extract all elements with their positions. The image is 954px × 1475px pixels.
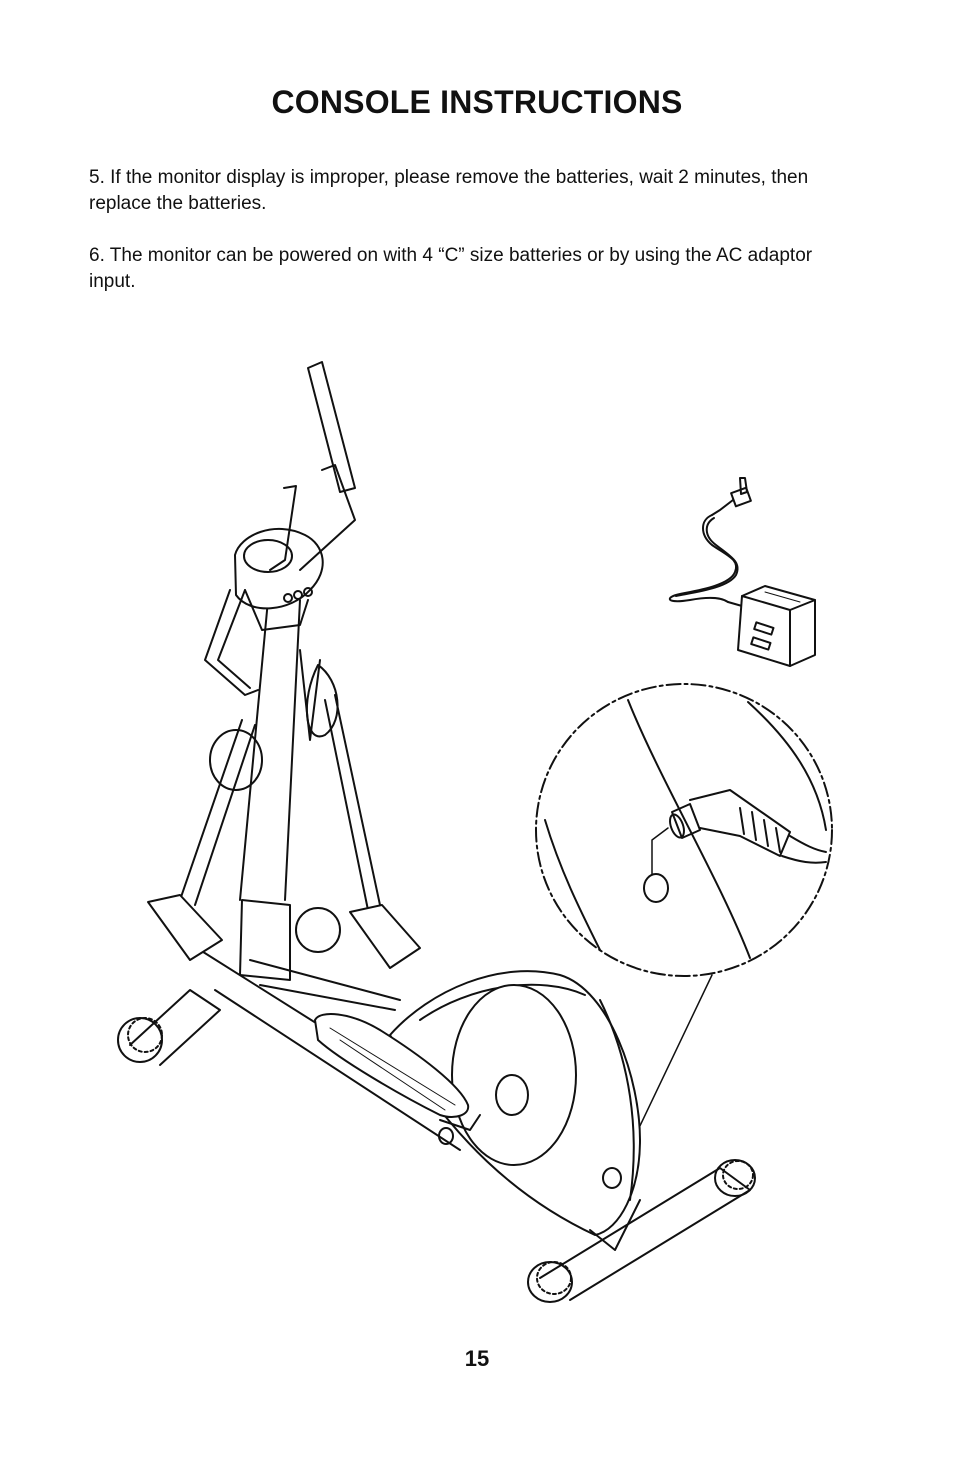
elliptical-illustration <box>117 361 833 1303</box>
page-number: 15 <box>464 1346 490 1371</box>
page-title: CONSOLE INSTRUCTIONS <box>271 84 683 120</box>
instruction-step-6: 6. The monitor can be powered on with 4 … <box>89 245 813 292</box>
ac-adaptor-icon <box>668 477 816 667</box>
elliptical-trainer-icon <box>117 361 756 1303</box>
power-jack-detail-icon <box>535 683 833 1177</box>
instruction-step-5: 5. If the monitor display is improper, p… <box>89 167 809 214</box>
